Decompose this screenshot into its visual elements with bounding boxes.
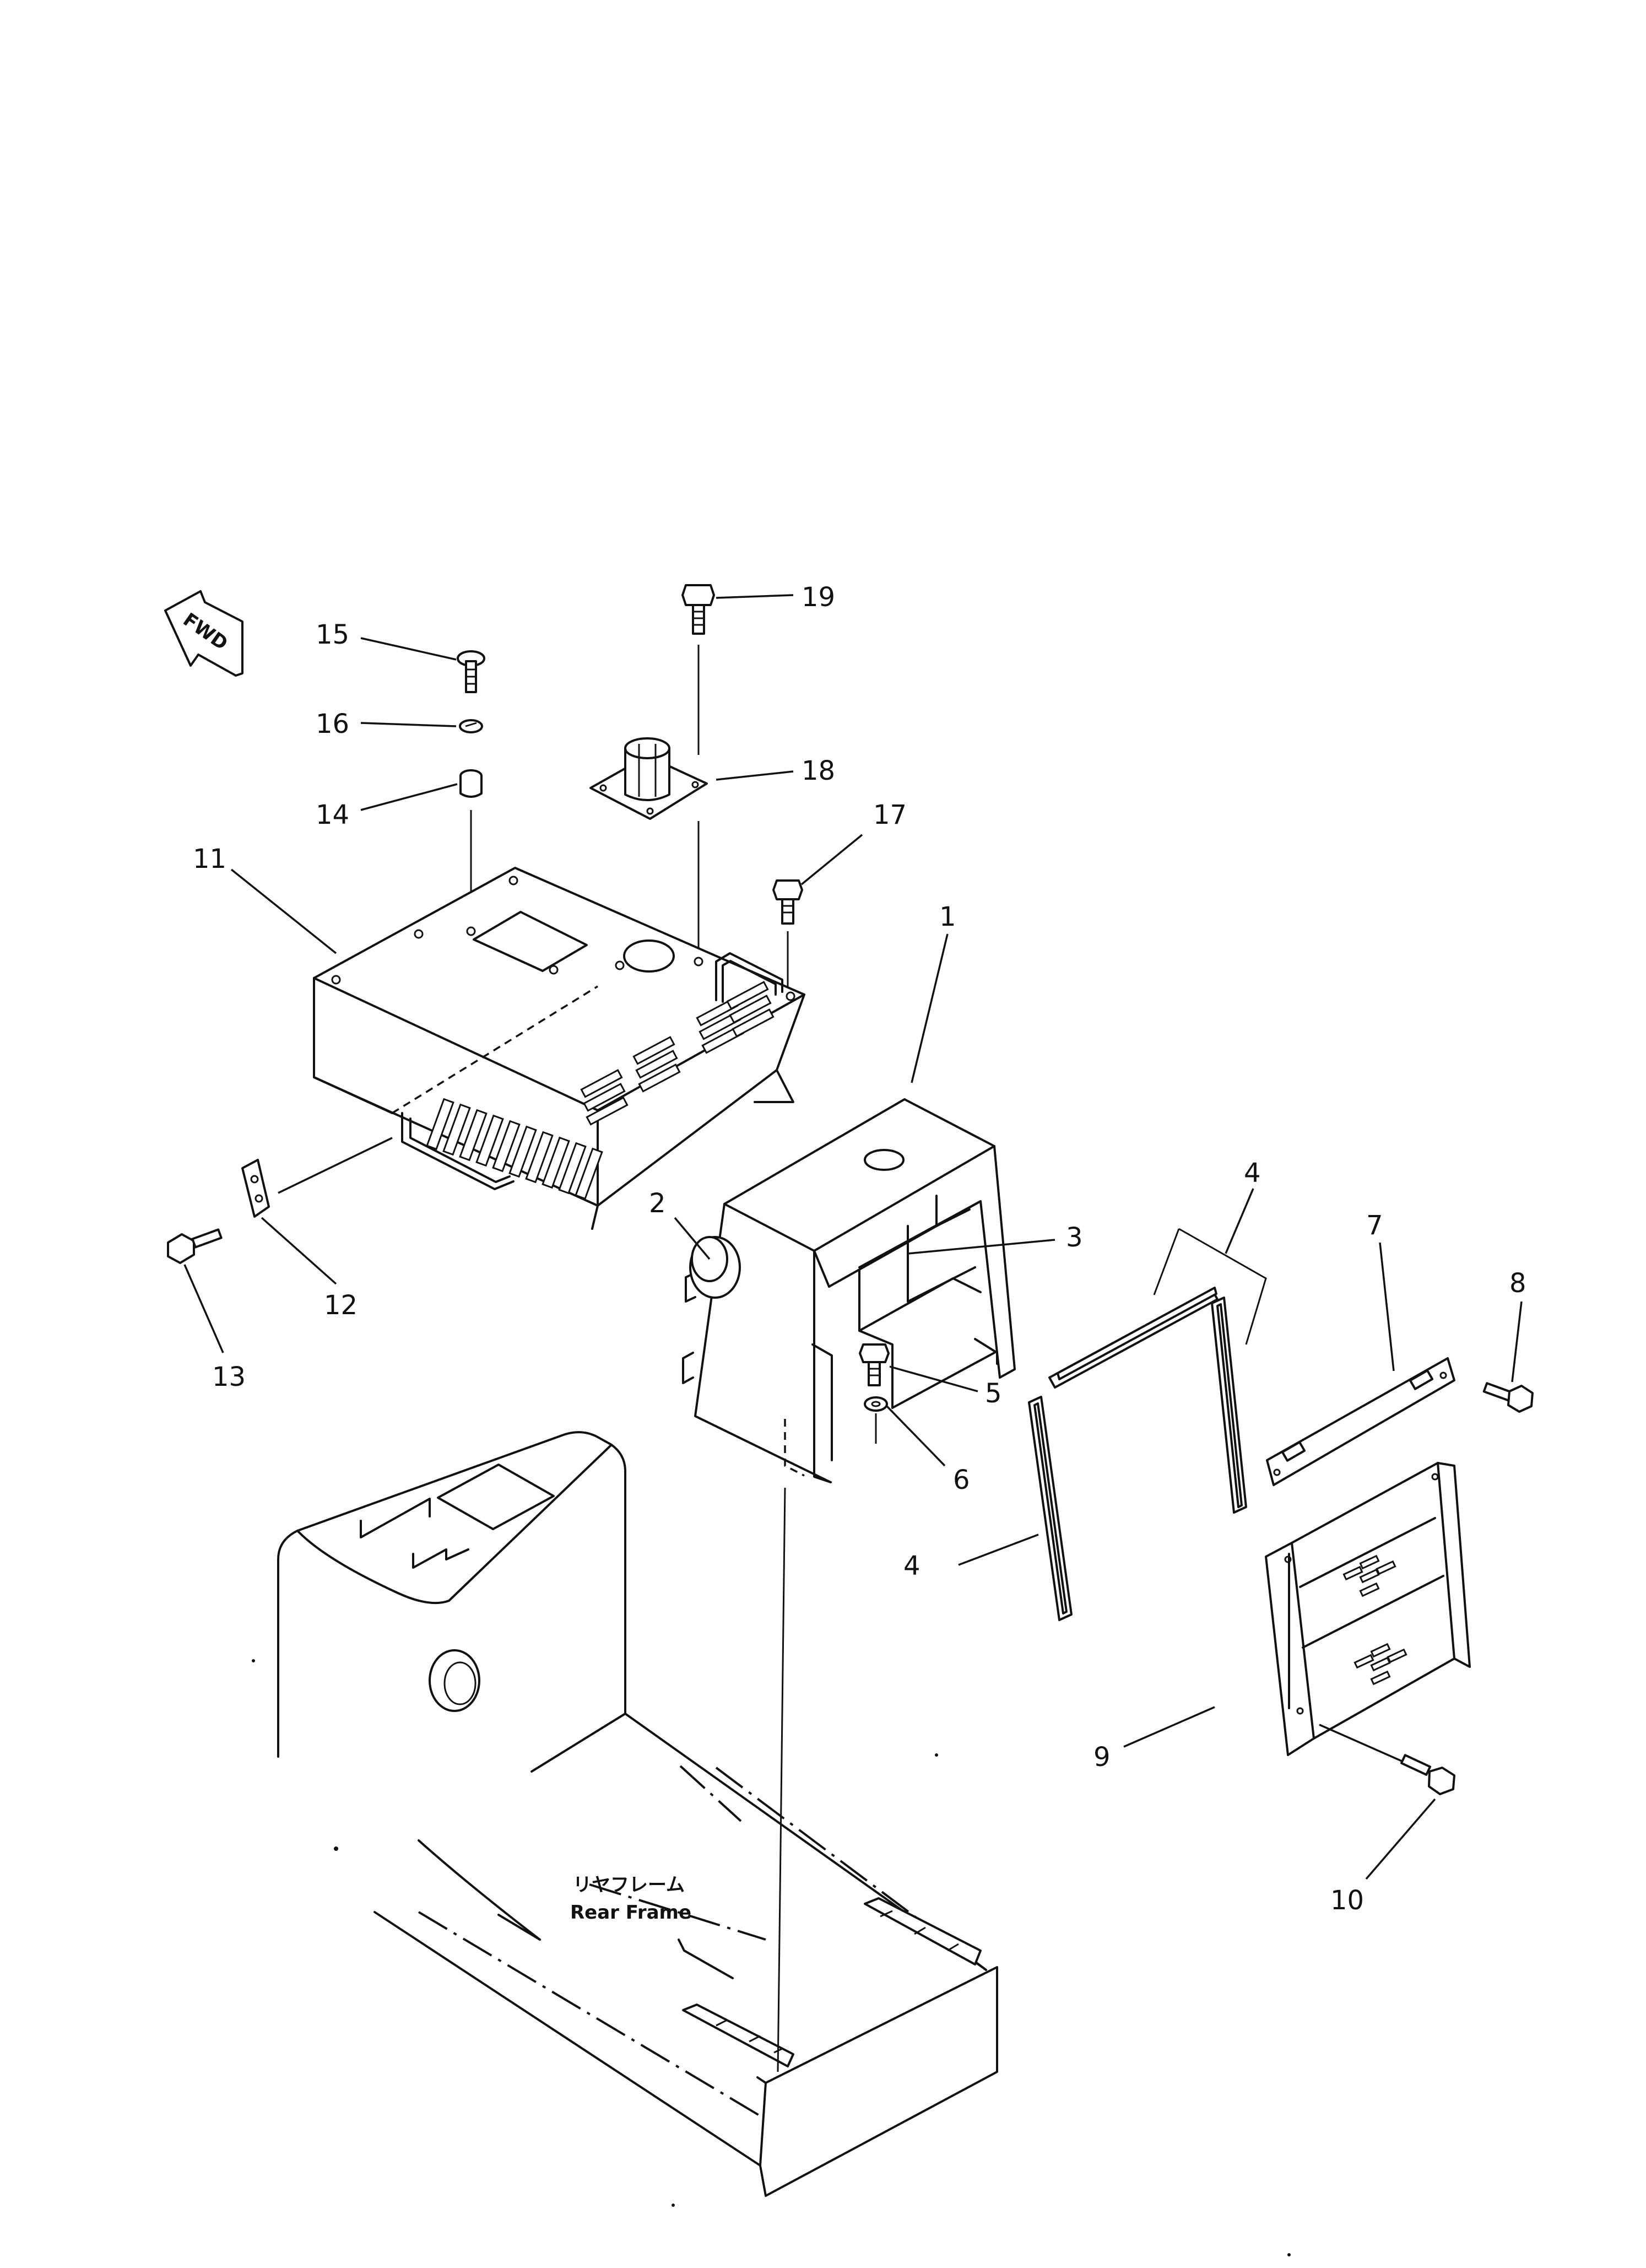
callout-5: 5 [985, 1378, 1002, 1409]
bolt-8 [1482, 1382, 1534, 1413]
callout-10: 10 [1330, 1885, 1364, 1916]
cover-9 [1265, 1462, 1471, 1756]
plate-7 [1266, 1357, 1455, 1486]
bolt-19 [681, 584, 715, 635]
callout-14: 14 [316, 800, 349, 830]
callout-8: 8 [1509, 1268, 1526, 1299]
bracket-12 [241, 1159, 270, 1218]
callout-17: 17 [873, 800, 907, 830]
callout-6: 6 [953, 1465, 970, 1495]
screw-15 [457, 650, 485, 693]
rear-frame-label-jp: リヤフレーム [573, 1874, 685, 1896]
washer-16 [459, 719, 483, 733]
callout-4-top: 4 [1244, 1158, 1261, 1189]
bracket-18 [589, 737, 708, 820]
callout-13: 13 [212, 1362, 246, 1392]
fwd-arrow-icon: FWD [164, 590, 243, 677]
callout-18: 18 [802, 755, 835, 786]
callout-11: 11 [193, 844, 226, 874]
bolt-17 [772, 879, 803, 925]
radiator-guard-1 [682, 1098, 1016, 1483]
callout-16: 16 [316, 709, 349, 739]
callout-12: 12 [324, 1290, 358, 1321]
washer-6 [864, 1396, 888, 1412]
callout-3: 3 [1066, 1222, 1083, 1253]
rear-frame-label-en: Rear Frame [570, 1902, 691, 1924]
callout-7: 7 [1366, 1210, 1383, 1241]
callout-1: 1 [939, 901, 956, 932]
callout-2: 2 [649, 1188, 666, 1219]
callout-19: 19 [802, 582, 835, 613]
callout-4-bottom: 4 [903, 1551, 921, 1581]
bolt-5 [859, 1343, 890, 1386]
spacer-14 [459, 769, 483, 798]
callout-15: 15 [316, 619, 349, 650]
hood-cover-11 [313, 867, 805, 1230]
louver-vents [426, 981, 775, 1200]
callout-9: 9 [1093, 1742, 1111, 1773]
rear-frame: リヤフレーム Rear Frame [277, 1431, 998, 2197]
bolt-13 [167, 1228, 223, 1264]
seal-4 [1028, 1287, 1247, 1621]
bolt-10 [1400, 1754, 1455, 1795]
